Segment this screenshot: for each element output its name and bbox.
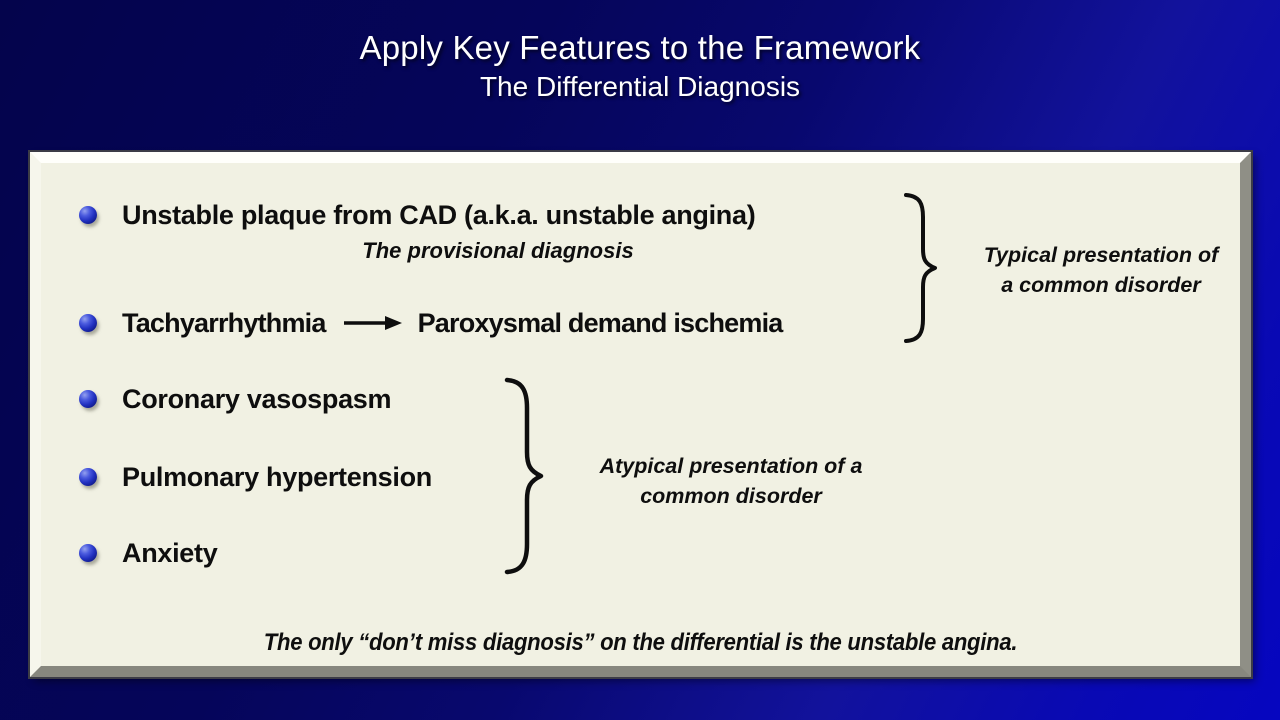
list-item-label: Coronary vasospasm (122, 383, 392, 414)
group-label-line2: a common disorder (1001, 273, 1201, 297)
list-item-coronary-vasospasm: Coronary vasospasm (79, 381, 392, 417)
footnote: The only “don’t miss diagnosis” on the d… (263, 629, 1018, 656)
slide-subtitle: The Differential Diagnosis (479, 71, 801, 102)
provisional-diagnosis-caption: The provisional diagnosis (362, 238, 634, 263)
curly-brace-atypical-icon (504, 377, 544, 575)
content-panel: Unstable plaque from CAD (a.k.a. unstabl… (30, 152, 1251, 677)
group-label-line1: Typical presentation of (983, 243, 1219, 267)
list-item-anxiety: Anxiety (79, 535, 218, 571)
group-label-typical: Typical presentation of a common disorde… (946, 240, 1256, 300)
sphere-bullet-icon (79, 390, 97, 408)
list-item-label: Anxiety (122, 537, 218, 568)
group-label-line2: common disorder (640, 484, 822, 508)
right-arrow-icon (343, 316, 402, 330)
group-label-line1: Atypical presentation of a (599, 454, 863, 478)
list-item-tachyarrhythmia: Tachyarrhythmia Paroxysmal demand ischem… (79, 305, 784, 341)
slide-header: Apply Key Features to the Framework The … (0, 27, 1280, 105)
list-item-unstable-plaque: Unstable plaque from CAD (a.k.a. unstabl… (79, 197, 756, 233)
arrow-target-label: Paroxysmal demand ischemia (417, 307, 784, 338)
sphere-bullet-icon (79, 206, 97, 224)
list-item-label: Unstable plaque from CAD (a.k.a. unstabl… (122, 199, 756, 230)
sphere-bullet-icon (79, 468, 97, 486)
sphere-bullet-icon (79, 544, 97, 562)
sphere-bullet-icon (79, 314, 97, 332)
curly-brace-typical-icon (904, 193, 937, 343)
list-item-label: Tachyarrhythmia (122, 307, 326, 338)
slide-title: Apply Key Features to the Framework (359, 29, 921, 66)
group-label-atypical: Atypical presentation of a common disord… (551, 451, 911, 511)
list-item-pulmonary-hypertension: Pulmonary hypertension (79, 459, 432, 495)
list-item-label: Pulmonary hypertension (122, 461, 432, 492)
